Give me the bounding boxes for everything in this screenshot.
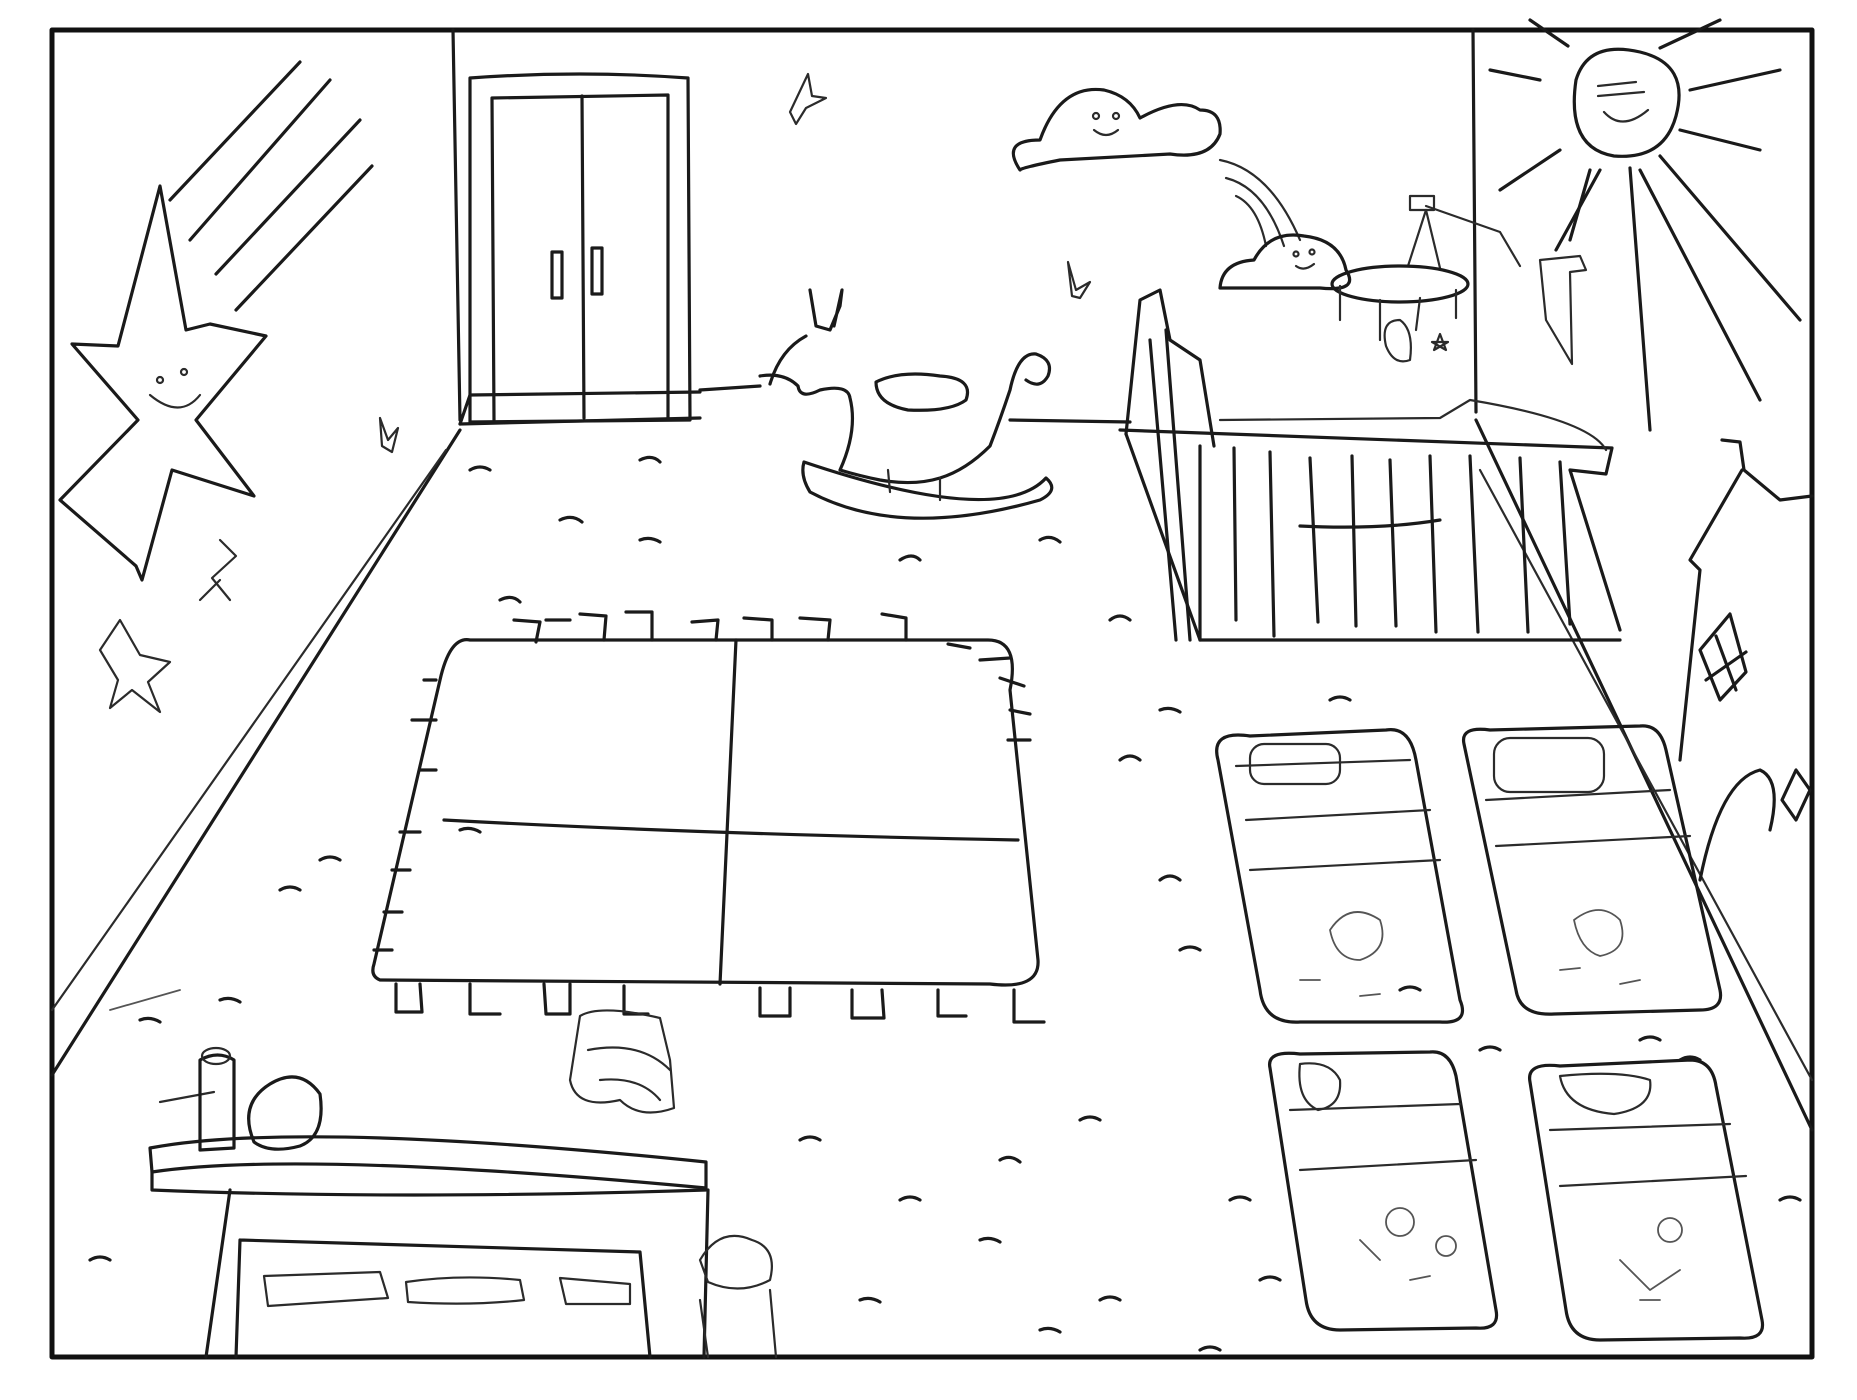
nap-mat — [1215, 727, 1465, 1024]
rocking-horse — [758, 288, 1054, 520]
nap-mat — [1268, 1050, 1499, 1332]
changing-table — [148, 1009, 778, 1359]
floor-texture — [88, 455, 1802, 1352]
sun-icon — [1488, 18, 1802, 432]
star-icon — [378, 72, 1092, 454]
star-icon — [58, 184, 268, 714]
crib — [1118, 288, 1622, 642]
wardrobe — [468, 72, 692, 424]
wall-streaks — [168, 60, 374, 312]
house-decoration — [1678, 438, 1814, 882]
nap-mat — [1461, 724, 1723, 1016]
nap-mat — [1527, 1058, 1765, 1342]
crib-mobile — [1330, 194, 1588, 366]
rainbow-icon — [1218, 158, 1302, 248]
play-mat — [371, 610, 1046, 1024]
panel-border — [49, 27, 1815, 1360]
cloud-icon — [1011, 87, 1222, 172]
cloud-icon — [1218, 233, 1352, 291]
room-walls — [50, 28, 1814, 1132]
